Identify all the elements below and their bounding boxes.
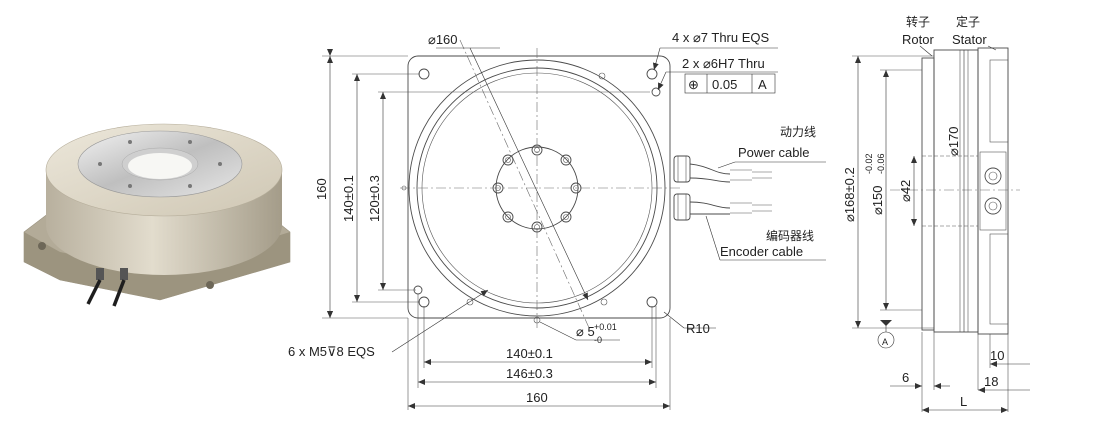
tolerance-frame: [684, 73, 776, 94]
stator-cn-label: 定子: [956, 14, 980, 29]
datum-circle: [877, 331, 895, 349]
dia-150-upper: -0.02: [864, 153, 874, 174]
dia-170-label: ⌀170: [946, 126, 961, 156]
dia-160-label: ⌀160: [428, 32, 458, 47]
encoder-cable-cn: 编码器线: [766, 228, 814, 243]
tolerance-symbol: ⊕: [688, 77, 699, 92]
product-render: [23, 123, 291, 307]
connector-power: [984, 167, 1002, 185]
rotor-cn-label: 转子: [906, 14, 930, 29]
pin-hole-label: ⌀ 5: [576, 324, 595, 339]
cable-glands: [673, 155, 772, 221]
rotor-en-label: Rotor: [902, 32, 934, 47]
connector-encoder: [984, 197, 1002, 215]
height-160-label: 160: [314, 178, 329, 200]
dia-168-label: ⌀168±0.2: [842, 167, 857, 222]
dim-6-label: 6: [902, 370, 909, 385]
dim-l-label: L: [960, 394, 967, 409]
front-view: ⌀160 4 x ⌀7 Thru EQS 2 x ⌀6H7 Thru ⊕ 0.0…: [288, 30, 826, 410]
dim-18-label: 18: [984, 374, 998, 389]
stator-body: [933, 49, 979, 333]
dim-10-label: 10: [990, 348, 1004, 363]
width-160-label: 160: [526, 390, 548, 405]
power-cable-cn: 动力线: [780, 125, 816, 139]
dia-150-label: ⌀150: [870, 185, 885, 215]
radius-label: R10: [686, 321, 710, 336]
height-120-label: 120±0.3: [367, 175, 382, 222]
width-146-label: 146±0.3: [506, 366, 553, 381]
height-140-label: 140±0.1: [341, 175, 356, 222]
power-cable-en: Power cable: [738, 145, 810, 160]
tap-holes-label: 6 x M5⊽8 EQS: [288, 344, 375, 359]
dia-42-label: ⌀42: [898, 180, 913, 202]
pin-hole-upper: +0.01: [594, 322, 617, 332]
holes-4x7-label: 4 x ⌀7 Thru EQS: [672, 30, 770, 45]
pin-hole-lower: -0: [594, 335, 602, 345]
encoder-cable-en: Encoder cable: [720, 244, 803, 259]
rotor-plate: [921, 57, 935, 331]
stator-en-label: Stator: [952, 32, 987, 47]
tolerance-datum: A: [758, 77, 767, 92]
base-flange: [977, 47, 1009, 335]
flange-outline: [407, 55, 671, 319]
width-140-label: 140±0.1: [506, 346, 553, 361]
tolerance-value: 0.05: [712, 77, 737, 92]
datum-a-label: A: [882, 337, 888, 347]
dia-150-lower: -0.06: [876, 153, 886, 174]
holes-2x6-label: 2 x ⌀6H7 Thru: [682, 56, 765, 71]
side-view: 转子 Rotor 定子 Stator ⌀168±0.2 ⌀150 -0.02 -…: [842, 14, 1030, 413]
